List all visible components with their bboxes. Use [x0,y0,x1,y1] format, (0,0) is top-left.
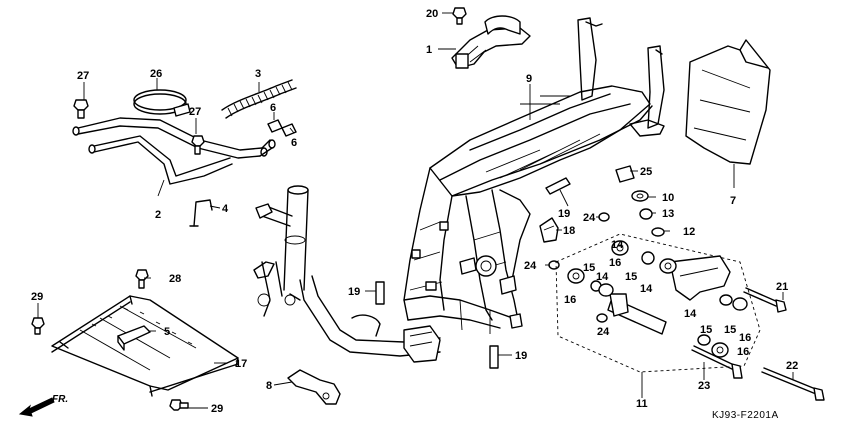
bolt-icon [31,317,45,335]
bolt-icon [73,99,89,119]
part-corrugated-tube [221,79,297,119]
callout-18: 18 [563,225,575,237]
callout-3: 3 [255,68,261,80]
leader-lines [37,12,794,409]
callout-6a: 6 [270,102,276,114]
callout-11: 11 [636,398,648,410]
diagram-code: KJ93-F2201A [712,410,779,421]
callout-9: 9 [526,73,532,85]
callout-2: 2 [155,209,161,221]
callout-7: 7 [730,195,736,207]
callout-24c: 24 [597,326,610,338]
part-steering-head [253,185,309,317]
part-bar-assembly [72,117,276,185]
callout-24b: 24 [524,260,537,272]
callout-27a: 27 [77,70,89,82]
callout-15b: 15 [583,262,595,274]
callout-15c: 15 [700,324,712,336]
clip-icon [267,119,297,137]
callout-17: 17 [235,358,247,370]
part-clamp-bracket [451,15,531,69]
bolt-icon [169,399,189,411]
callout-16c: 16 [737,346,749,358]
callout-28: 28 [169,273,181,285]
callout-12: 12 [683,226,695,238]
callout-25: 25 [640,166,652,178]
callout-16a: 16 [609,257,621,269]
callout-21: 21 [776,281,788,293]
callout-23: 23 [698,380,710,392]
callout-16d: 16 [739,332,751,344]
callout-10: 10 [662,192,674,204]
bolt-icon [743,287,787,313]
callout-24a: 24 [583,212,596,224]
callout-19b: 19 [348,286,360,298]
bolt-icon [452,7,467,25]
callout-19c: 19 [515,350,527,362]
bolt-icon [135,269,149,289]
part-main-frame [299,17,665,363]
part-small-bracket [189,199,213,227]
part-rubber-mount [539,217,559,243]
part-band [133,89,191,117]
bolt-icon [761,367,825,401]
part-rubber-pad [117,325,151,351]
callout-29a: 29 [31,291,43,303]
callout-22: 22 [786,360,798,372]
callout-6b: 6 [291,137,297,149]
callout-20: 20 [426,8,438,20]
callout-14a: 14 [611,239,624,251]
callout-27b: 27 [189,106,201,118]
callout-16b: 16 [564,294,576,306]
callout-5: 5 [164,326,170,338]
callout-29b: 29 [211,403,223,415]
callout-26: 26 [150,68,162,80]
part-collar [615,165,665,237]
callout-14d: 14 [684,308,697,320]
part-engine-hanger-group [555,233,761,373]
part-cover-panel [685,39,771,165]
callout-labels: 1 2 3 4 5 6 6 7 8 9 10 11 12 13 14 14 14… [31,8,798,415]
callout-14b: 14 [596,271,609,283]
part-floor-support [51,295,239,397]
callout-19a: 19 [558,208,570,220]
bolt-icon [691,345,743,379]
callout-14c: 14 [640,283,653,295]
callout-1: 1 [426,44,432,56]
part-spacer [375,177,571,369]
callout-15a: 15 [625,271,637,283]
callout-4: 4 [222,203,229,215]
callout-15d: 15 [724,324,736,336]
front-direction-arrow: FR. [18,394,68,417]
front-indicator-label: FR. [52,394,68,405]
callout-13: 13 [662,208,674,220]
bolt-icon [191,135,205,155]
callout-8: 8 [266,380,272,392]
part-lower-bracket [287,369,341,405]
